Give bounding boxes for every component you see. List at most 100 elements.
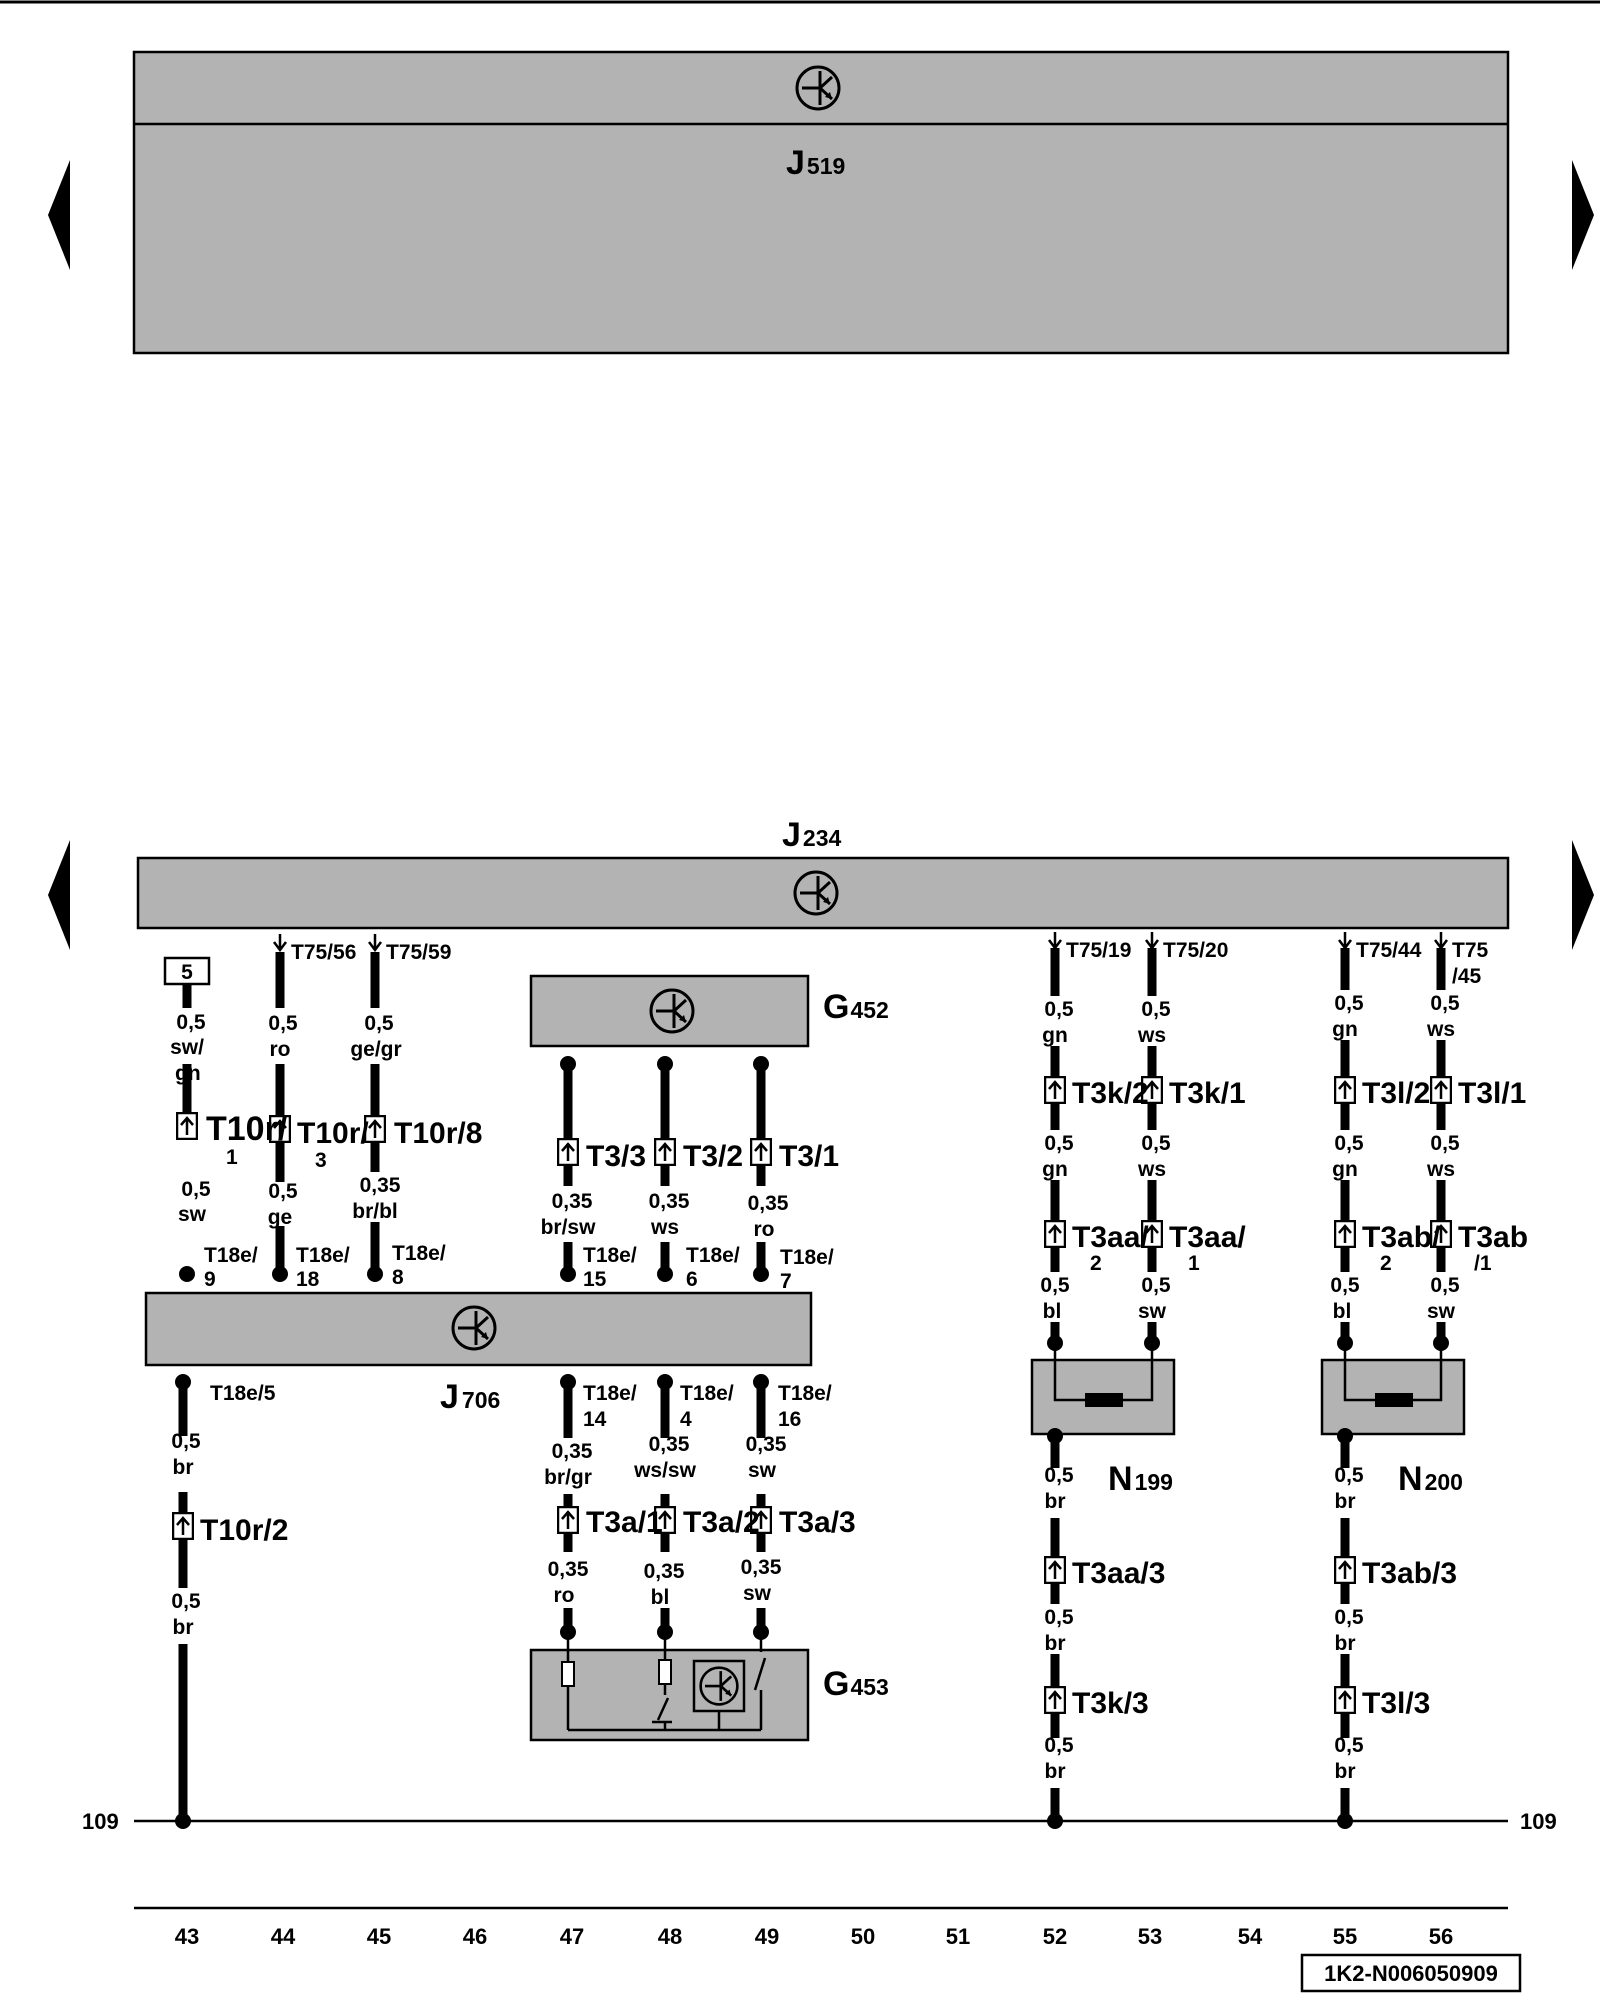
column-48-labels: T3/2 0,35 ws T18e/ 6 T18e/ 4 0,35 ws/sw … (633, 1140, 760, 1609)
track-number: 49 (755, 1924, 779, 1949)
ground-line: 109 109 (82, 1809, 1557, 1834)
svg-text:14: 14 (583, 1408, 607, 1431)
svg-text:G453: G453 (823, 1665, 889, 1703)
svg-text:T3ab/: T3ab/ (1362, 1221, 1441, 1254)
svg-text:T18e/: T18e/ (778, 1382, 832, 1405)
svg-text:br: br (1045, 1490, 1066, 1513)
svg-text:7: 7 (780, 1270, 792, 1293)
top-pin-labels: T75/56 T75/59 T75/19 T75/20 T75/44 T75 /… (291, 939, 1489, 988)
svg-text:16: 16 (778, 1408, 801, 1431)
svg-text:J519: J519 (786, 144, 845, 182)
column-44-labels: 0,5 ro T10r/ 3 0,5 ge T18e/ 18 (268, 1012, 370, 1291)
page-next-arrow-bottom[interactable] (1572, 840, 1594, 950)
svg-text:0,35: 0,35 (552, 1440, 593, 1463)
svg-text:bl: bl (1043, 1300, 1062, 1323)
n199-letter: N (1108, 1460, 1133, 1498)
svg-text:0,5: 0,5 (171, 1430, 201, 1453)
svg-text:0,35: 0,35 (552, 1190, 593, 1213)
svg-text:1: 1 (226, 1146, 238, 1169)
n200-number: 200 (1425, 1469, 1463, 1495)
svg-text:T3/3: T3/3 (586, 1140, 646, 1173)
svg-text:0,5: 0,5 (1040, 1274, 1070, 1297)
track-number: 50 (851, 1924, 875, 1949)
pin-t75-45-a: T75 (1452, 939, 1489, 962)
svg-text:ge/gr: ge/gr (350, 1038, 401, 1061)
component-n199: N199 (1030, 1335, 1176, 1498)
track-number: 46 (463, 1924, 487, 1949)
svg-text:br: br (1335, 1632, 1356, 1655)
page-prev-arrow-bottom[interactable] (48, 840, 70, 950)
reference-box: 5 (163, 956, 211, 986)
j234-number: 234 (803, 825, 842, 851)
svg-text:gn: gn (1042, 1024, 1068, 1047)
svg-text:0,5: 0,5 (181, 1178, 211, 1201)
svg-text:0,35: 0,35 (649, 1190, 690, 1213)
svg-text:0,5: 0,5 (1430, 1132, 1460, 1155)
svg-text:T3ab/3: T3ab/3 (1362, 1557, 1457, 1590)
svg-text:sw: sw (1427, 1300, 1456, 1323)
svg-text:1: 1 (1188, 1252, 1200, 1275)
track-number: 45 (367, 1924, 391, 1949)
column-55-labels: 0,5 gn T3l/2 0,5 gn T3ab/ 2 0,5 bl 0,5 b… (1330, 992, 1457, 1783)
g453-number: 453 (850, 1674, 888, 1700)
svg-text:0,35: 0,35 (741, 1556, 782, 1579)
svg-text:sw/: sw/ (170, 1036, 204, 1059)
svg-text:0,5: 0,5 (1044, 1734, 1074, 1757)
svg-text:T10r/2: T10r/2 (200, 1514, 288, 1547)
svg-text:br/bl: br/bl (352, 1200, 398, 1223)
n200-letter: N (1398, 1460, 1423, 1498)
component-j234: J234 (136, 816, 1510, 930)
svg-text:8: 8 (392, 1266, 404, 1289)
svg-text:N199: N199 (1108, 1460, 1173, 1498)
svg-text:br: br (1335, 1490, 1356, 1513)
pin-t75-44: T75/44 (1356, 939, 1422, 962)
svg-text:4: 4 (680, 1408, 692, 1431)
svg-text:3: 3 (315, 1149, 327, 1172)
svg-text:0,35: 0,35 (746, 1433, 787, 1456)
svg-text:gn: gn (1042, 1158, 1068, 1181)
svg-text:T10r/: T10r/ (206, 1110, 288, 1148)
svg-text:br/gr: br/gr (544, 1466, 592, 1489)
column-45-labels: 0,5 ge/gr T10r/8 0,35 br/bl T18e/ 8 (350, 1012, 482, 1289)
svg-text:T18e/5: T18e/5 (210, 1382, 276, 1405)
page-prev-arrow-top[interactable] (48, 160, 70, 270)
svg-text:N200: N200 (1398, 1460, 1463, 1498)
page-next-arrow-top[interactable] (1572, 160, 1594, 270)
svg-text:J234: J234 (782, 816, 842, 854)
svg-text:G452: G452 (823, 988, 889, 1026)
svg-text:0,5: 0,5 (1141, 1132, 1171, 1155)
svg-text:0,5: 0,5 (1330, 1274, 1360, 1297)
svg-text:0,5: 0,5 (1334, 1734, 1364, 1757)
svg-text:T3a/3: T3a/3 (779, 1506, 856, 1539)
track-number: 48 (658, 1924, 682, 1949)
svg-text:T3aa/: T3aa/ (1169, 1221, 1246, 1254)
track-number: 51 (946, 1924, 970, 1949)
svg-text:T3/2: T3/2 (683, 1140, 743, 1173)
label-gaps (165, 990, 1463, 1788)
svg-text:0,5: 0,5 (1044, 998, 1074, 1021)
svg-text:br/sw: br/sw (541, 1216, 597, 1239)
svg-text:sw: sw (743, 1582, 772, 1605)
image-code: 1K2-N006050909 (1300, 1953, 1522, 1993)
svg-text:T3aa/: T3aa/ (1072, 1221, 1149, 1254)
j519-number: 519 (807, 153, 845, 179)
pin-t75-20: T75/20 (1163, 939, 1228, 962)
svg-text:ws: ws (1137, 1158, 1166, 1181)
svg-text:T10r/: T10r/ (297, 1117, 369, 1150)
svg-text:br: br (1335, 1760, 1356, 1783)
svg-text:0,5: 0,5 (1141, 998, 1171, 1021)
pin-t75-59: T75/59 (386, 941, 451, 964)
svg-text:T3l/1: T3l/1 (1458, 1077, 1526, 1110)
svg-text:T3l/2: T3l/2 (1362, 1077, 1430, 1110)
j519-letter: J (786, 144, 805, 182)
svg-text:ws: ws (1426, 1018, 1455, 1041)
svg-text:T3ab: T3ab (1458, 1221, 1528, 1254)
svg-text:br: br (1045, 1632, 1066, 1655)
g452-letter: G (823, 988, 849, 1026)
svg-text:0,5: 0,5 (1044, 1464, 1074, 1487)
svg-text:0,35: 0,35 (649, 1433, 690, 1456)
svg-text:T18e/: T18e/ (204, 1244, 258, 1267)
svg-text:0,5: 0,5 (1430, 1274, 1460, 1297)
